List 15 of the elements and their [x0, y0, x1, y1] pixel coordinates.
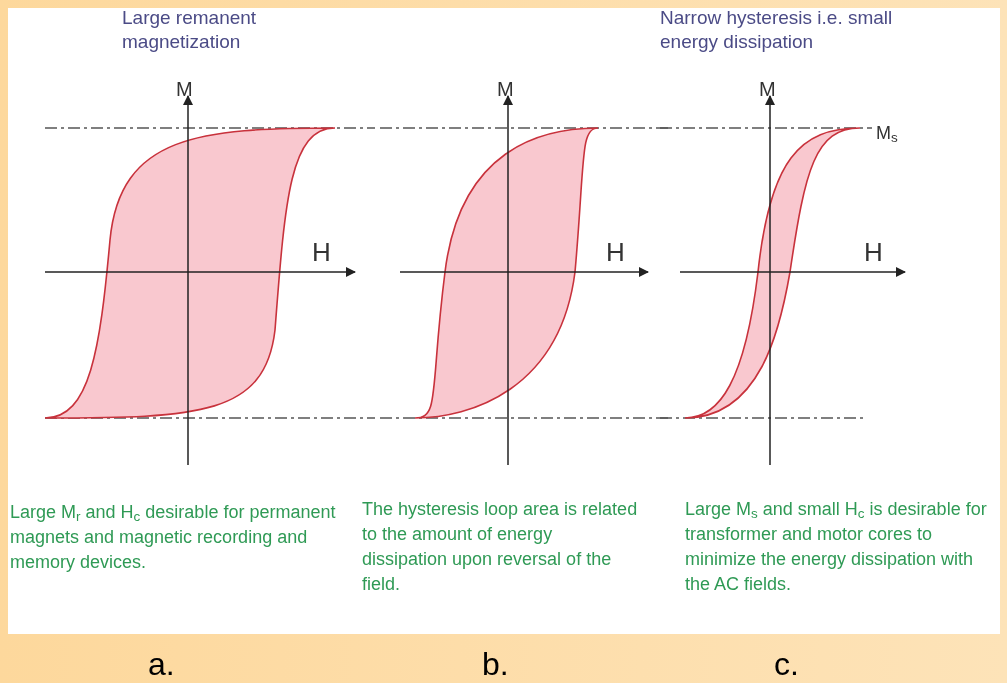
panel-letter: c.: [774, 645, 800, 683]
axis-label: M: [497, 77, 515, 102]
plot-note: Large remanent magnetization: [122, 6, 258, 54]
axis-label: H: [312, 236, 332, 269]
axis-label: M: [176, 77, 194, 102]
axis-label: H: [864, 236, 884, 269]
panel-letter: a.: [148, 645, 176, 683]
axis-label: H: [606, 236, 626, 269]
saturation-label: M$_{s}$: [876, 122, 899, 147]
description-text: Large M$_{r}$ and H$_{c}$ desirable for permanent magnets and magnetic recording and memory devices.: [10, 501, 337, 574]
panel-letter: b.: [482, 645, 510, 683]
plot-note: Narrow hysteresis i.e. small energy dissipation: [660, 6, 894, 54]
axis-label: M: [759, 77, 777, 102]
description-text: Large M$_{s}$ and small H$_{c}$ is desirable for transformer and motor cores to minimize the energy dissipation with the AC fields.: [685, 498, 988, 596]
description-text: The hysteresis loop area is related to the amount of energy dissipation upon reversal of the field.: [362, 498, 639, 596]
